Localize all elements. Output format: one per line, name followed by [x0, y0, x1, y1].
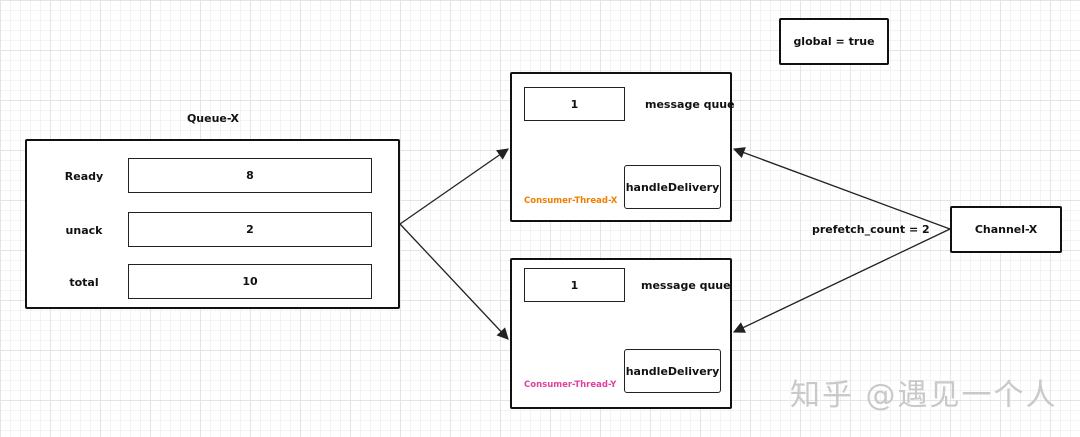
consumer-x-name: Consumer-Thread-X [524, 196, 618, 206]
consumer-x-buffer-value: 1 [570, 97, 579, 111]
watermark-text: 知乎 @遇见一个人 [790, 378, 1058, 413]
queue-box: Ready 8 unack 2 total 10 [25, 139, 400, 309]
queue-row-label-ready: Ready [64, 170, 104, 183]
consumer-y-handler: handleDelivery [624, 349, 721, 393]
consumer-x-buffer: 1 [524, 87, 625, 121]
global-flag-label: global = true [793, 35, 875, 48]
consumer-y-name: Consumer-Thread-Y [524, 380, 617, 390]
queue-to-consumer-x-arrow [399, 148, 509, 225]
global-flag-box: global = true [779, 18, 889, 65]
consumer-x-handler-label: handleDelivery [625, 180, 720, 194]
queue-title: Queue-X [186, 112, 240, 125]
consumer-x-box: 1 message quue handleDelivery Consumer-T… [510, 72, 735, 222]
consumer-y-box: 1 message quue handleDelivery Consumer-T… [510, 258, 732, 409]
queue-value-unack: 2 [128, 212, 372, 247]
queue-row-label-total: total [69, 276, 99, 289]
consumer-y-handler-label: handleDelivery [625, 364, 720, 378]
queue-row-label-unack: unack [65, 224, 103, 237]
consumer-y-buffer-value: 1 [570, 278, 579, 292]
channel-to-consumer-y-arrow [732, 228, 951, 333]
queue-value-unack-text: 2 [246, 223, 254, 236]
channel-to-consumer-x-arrow [732, 147, 951, 230]
consumer-y-buffer: 1 [524, 268, 625, 302]
consumer-x-buffer-label: message quue [645, 98, 735, 111]
channel-box: Channel-X [950, 206, 1062, 253]
queue-value-total: 10 [128, 264, 372, 299]
queue-value-total-text: 10 [242, 275, 258, 288]
queue-value-ready-text: 8 [246, 169, 254, 182]
queue-to-consumer-y-arrow [399, 223, 509, 340]
prefetch-count-label: prefetch_count = 2 [812, 223, 930, 236]
queue-value-ready: 8 [128, 158, 372, 193]
channel-label: Channel-X [974, 223, 1038, 236]
consumer-x-handler: handleDelivery [624, 165, 721, 209]
consumer-y-buffer-label: message quue [641, 279, 731, 292]
